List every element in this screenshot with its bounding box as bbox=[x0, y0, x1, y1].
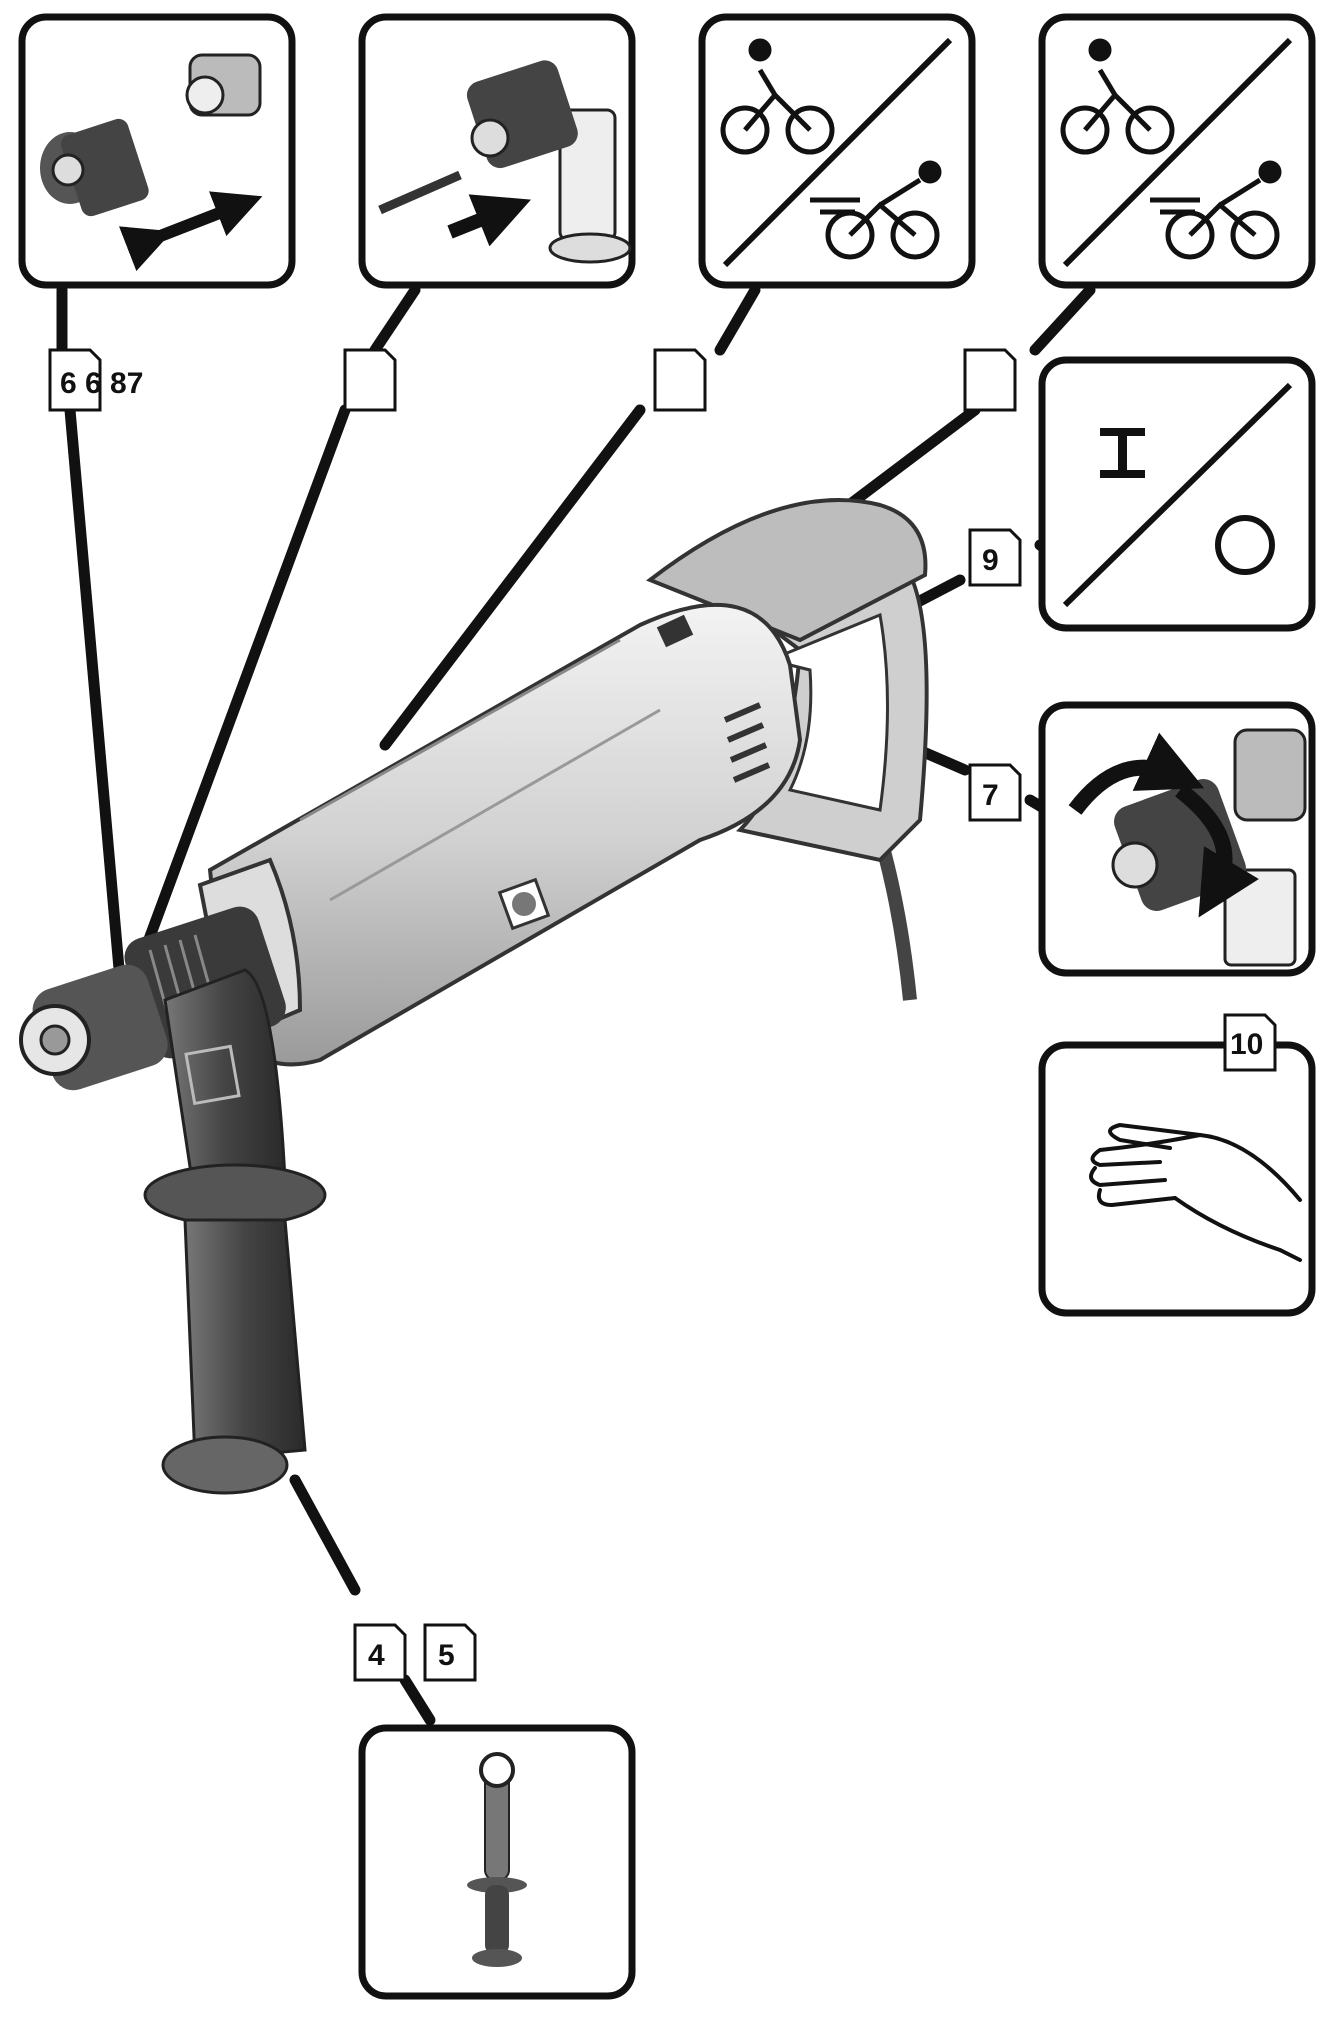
ref-box-4b: 4 bbox=[353, 1623, 407, 1682]
ref-box-1: 6 6 87 bbox=[48, 348, 143, 412]
ref-box-3 bbox=[653, 348, 707, 412]
ref-box-7: 7 bbox=[968, 763, 1022, 822]
panel-on-off bbox=[1038, 356, 1316, 632]
slow-speed-icon bbox=[720, 38, 835, 155]
side-handle bbox=[143, 968, 327, 1495]
panel-side-handle bbox=[358, 1724, 636, 2000]
chuck-rotate-icon bbox=[1068, 728, 1307, 967]
speed-switch bbox=[656, 614, 694, 648]
ref-label-7: 7 bbox=[982, 779, 999, 812]
side-handle-icon bbox=[467, 1752, 527, 1967]
panel-chuck-exchange bbox=[18, 13, 296, 289]
on-off-icon bbox=[1100, 428, 1275, 575]
ref-label-4b: 4 bbox=[368, 1639, 385, 1672]
panel-chuck-rotate bbox=[1038, 701, 1316, 977]
bit-insert-icon bbox=[378, 60, 632, 264]
ref-box-9: 9 bbox=[968, 528, 1022, 587]
hand-icon bbox=[1089, 1122, 1302, 1262]
ref-box-5: 5 bbox=[423, 1623, 477, 1682]
leader-bit bbox=[139, 404, 351, 956]
ref-label-10: 10 bbox=[1230, 1028, 1263, 1061]
panel-hand bbox=[1038, 1041, 1316, 1317]
ref-box-2 bbox=[343, 348, 397, 412]
leader-lines bbox=[56, 284, 1096, 1726]
panel-speed-2 bbox=[1038, 13, 1316, 289]
drill-illustration bbox=[19, 498, 929, 1495]
fast-speed-icon bbox=[1150, 160, 1282, 260]
fast-speed-icon bbox=[810, 160, 942, 260]
panel-bit-insert bbox=[358, 13, 636, 289]
ref-label-9: 9 bbox=[982, 544, 999, 577]
ref-box-10: 10 bbox=[1223, 1013, 1277, 1072]
ref-box-4 bbox=[963, 348, 1017, 412]
ref-label-1: 6 6 87 bbox=[60, 367, 143, 400]
slow-speed-icon bbox=[1060, 38, 1175, 155]
leader-speed bbox=[379, 404, 646, 751]
leader-handle bbox=[289, 1474, 361, 1596]
chuck-exchange-icon bbox=[40, 53, 263, 272]
leader-chuck bbox=[64, 404, 126, 986]
panel-speed-1 bbox=[698, 13, 976, 289]
ref-label-5: 5 bbox=[438, 1639, 455, 1672]
